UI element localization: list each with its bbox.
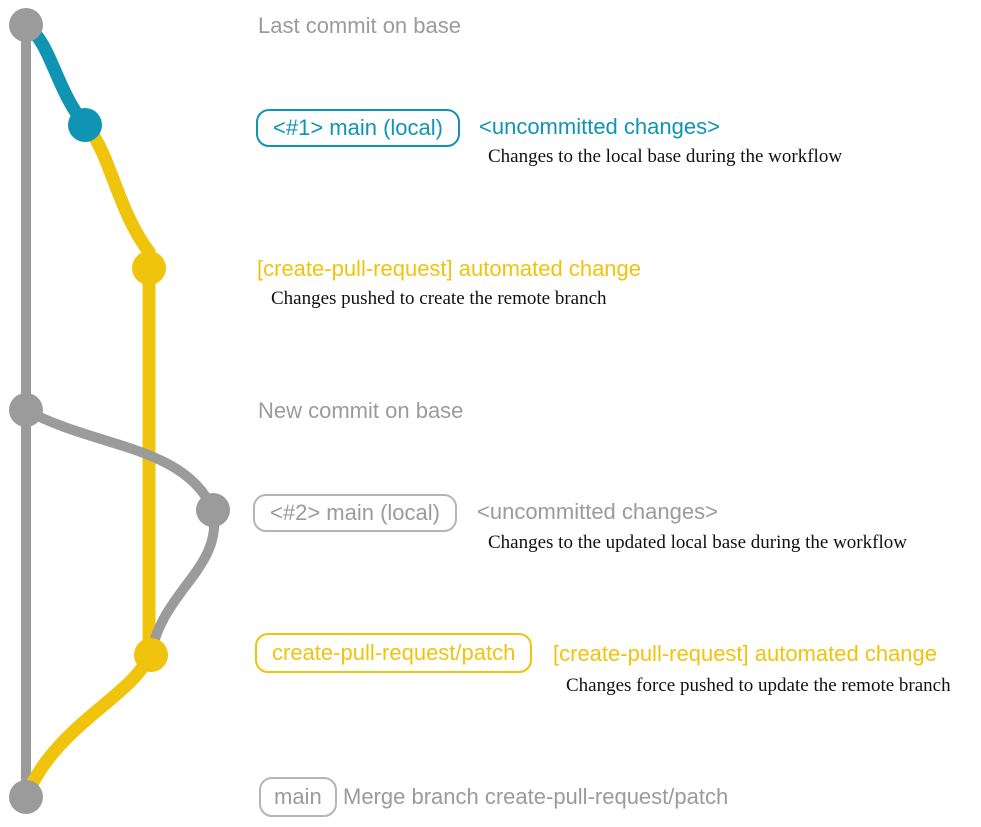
desc-automated-change-2: Changes force pushed to update the remot… [566, 675, 951, 696]
commit-node-automated-change-1 [132, 251, 166, 285]
title-uncommitted-changes-2: <uncommitted changes> [477, 499, 718, 524]
commit-node-main-local-2 [196, 493, 230, 527]
commit-node-automated-change-2 [134, 638, 168, 672]
desc-automated-change-1: Changes pushed to create the remote bran… [271, 288, 607, 309]
branch-badge-create-pull-request-patch: create-pull-request/patch [255, 633, 533, 673]
gray-merge-curve [146, 505, 220, 660]
desc-uncommitted-changes-1: Changes to the local base during the wor… [488, 146, 843, 167]
branch-badge-main-local-2: <#2> main (local) [253, 494, 457, 532]
label-new-commit-on-base: New commit on base [258, 398, 464, 423]
commit-node-last-base [9, 8, 43, 42]
title-automated-change-2: [create-pull-request] automated change [553, 641, 938, 666]
desc-uncommitted-changes-2: Changes to the updated local base during… [488, 532, 907, 553]
commit-node-new-base [9, 393, 43, 427]
label-last-commit-on-base: Last commit on base [258, 13, 461, 38]
title-automated-change-1: [create-pull-request] automated change [257, 256, 642, 281]
gray-update-curve [21, 405, 218, 515]
yellow-branch-path [19, 118, 156, 804]
commit-node-main-local-1 [68, 108, 102, 142]
branch-badge-main: main [259, 777, 337, 817]
label-merge-branch: Merge branch create-pull-request/patch [343, 784, 729, 809]
title-uncommitted-changes-1: <uncommitted changes> [479, 114, 720, 139]
commit-node-merge [9, 780, 43, 814]
blue-branch-curve [19, 18, 92, 132]
branch-badge-main-local-1: <#1> main (local) [256, 109, 460, 147]
